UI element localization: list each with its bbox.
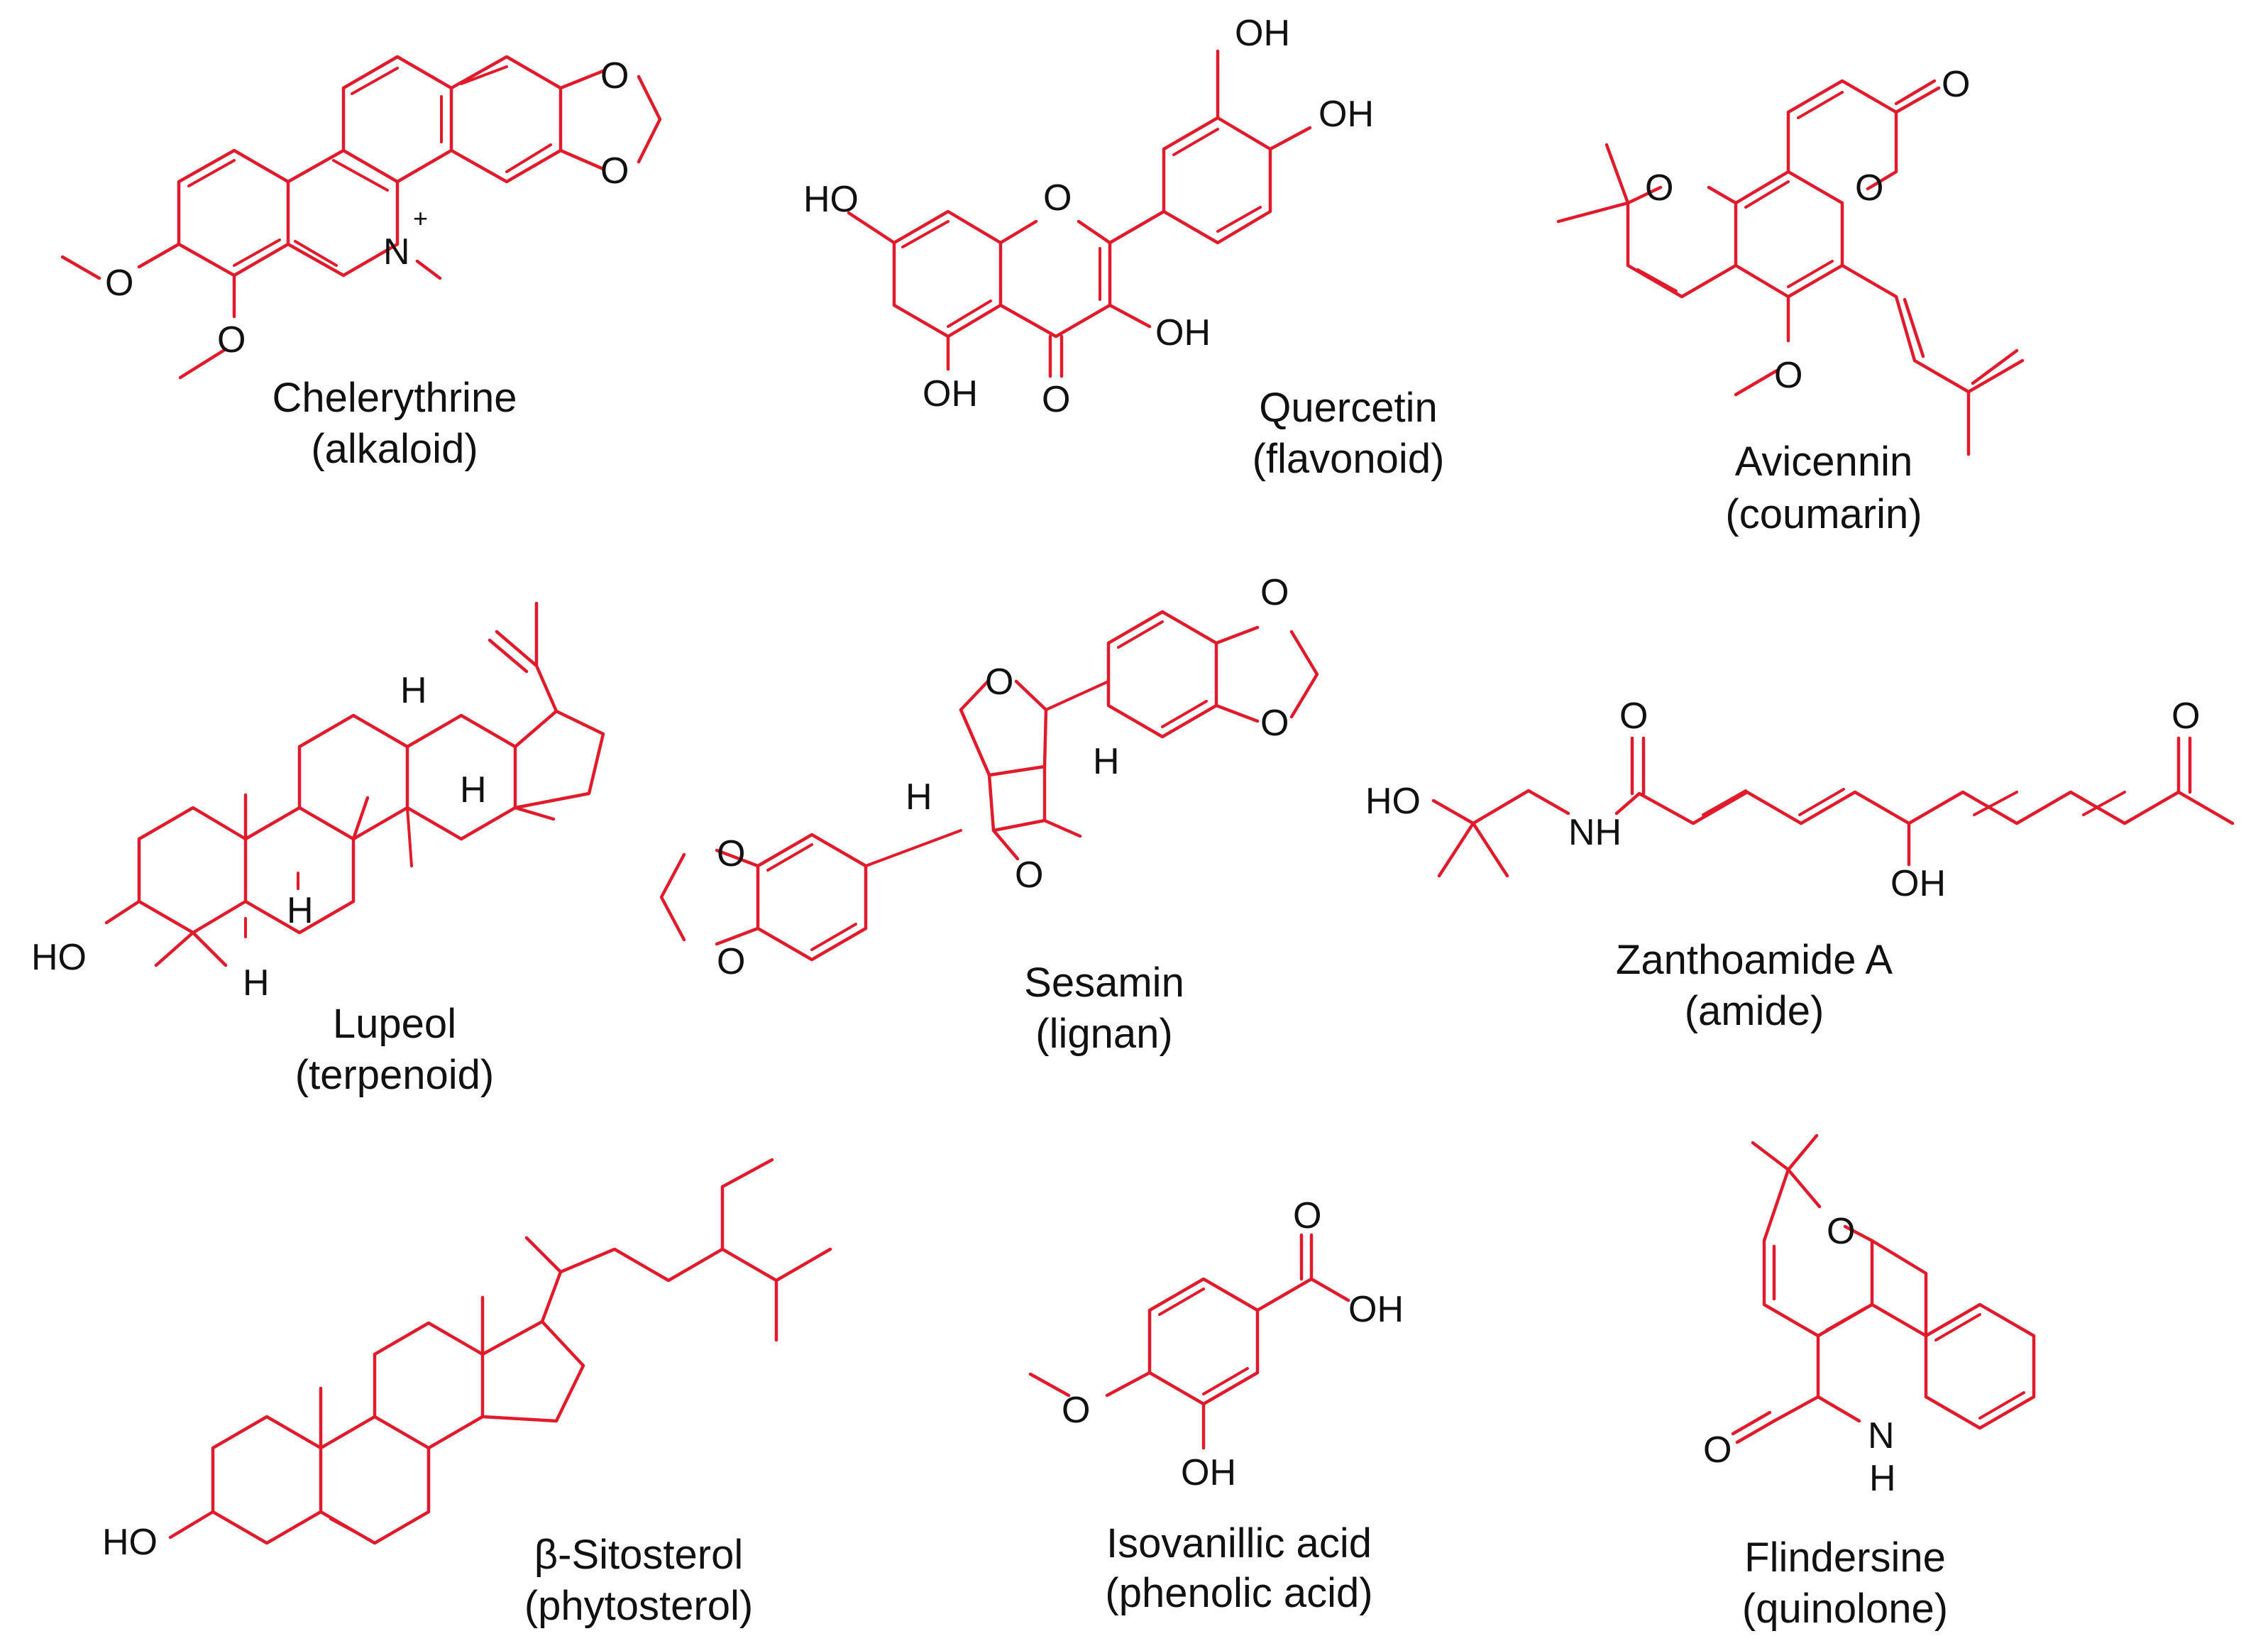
atom-label: O: [1703, 1429, 1732, 1471]
charge-label: +: [413, 204, 428, 233]
compound-class: (flavonoid): [1253, 436, 1445, 482]
compound-name: Avicennin: [1735, 439, 1912, 485]
compound-class: (lignan): [1035, 1011, 1172, 1057]
flindersine-structure: O O N H Flindersine (quinolone): [1703, 1134, 2036, 1632]
atom-label: O: [105, 263, 133, 304]
chelerythrine-structure: O O O O N + Chelerythrine (alkaloid): [60, 55, 662, 472]
atom-label: HO: [803, 179, 859, 220]
compound-name: Lupeol: [333, 1001, 456, 1047]
compound-class: (phenolic acid): [1105, 1570, 1372, 1616]
atom-label: N: [1868, 1415, 1895, 1456]
atom-label: OH: [923, 373, 978, 415]
compound-name: Chelerythrine: [273, 375, 517, 421]
compound-name: Sesamin: [1024, 960, 1184, 1006]
compound-name: Quercetin: [1259, 385, 1437, 431]
atom-label: O: [1619, 696, 1648, 737]
atom-label: H: [287, 890, 314, 931]
atom-label: O: [1645, 168, 1673, 209]
atom-label: O: [217, 319, 246, 361]
compound-class: (quinolone): [1742, 1586, 1948, 1632]
zanthoamide-structure: O O HO NH OH Zanthoamide A (amide): [1365, 696, 2235, 1034]
atom-label: OH: [1348, 1289, 1404, 1330]
atom-label: O: [1774, 355, 1802, 396]
atom-label: H: [460, 769, 487, 811]
atom-label: HO: [1365, 781, 1421, 822]
atom-label: O: [1260, 703, 1289, 744]
atom-label: H: [400, 670, 427, 711]
atom-label: O: [1855, 168, 1883, 209]
atom-label: O: [1827, 1211, 1855, 1252]
atom-label: HO: [31, 937, 87, 978]
atom-label: O: [600, 150, 629, 192]
atom-label: O: [600, 55, 629, 97]
compound-class: (amide): [1685, 988, 1824, 1034]
atom-label: O: [985, 662, 1013, 703]
compound-name: β-Sitosterol: [534, 1532, 743, 1578]
compound-name: Isovanillic acid: [1106, 1520, 1372, 1566]
lupeol-structure: H H H H HO Lupeol (terpenoid): [31, 601, 605, 1098]
atom-label: O: [1293, 1195, 1321, 1236]
atom-label: OH: [1155, 312, 1211, 353]
compound-class: (alkaloid): [311, 426, 478, 472]
atom-label: O: [1015, 855, 1043, 896]
compound-name: Flindersine: [1744, 1535, 1946, 1581]
isovanillic-acid-structure: O OH O OH Isovanillic acid (phenolic aci…: [1028, 1195, 1404, 1616]
atom-label: O: [1042, 379, 1070, 420]
atom-label: H: [1869, 1458, 1896, 1499]
atom-label: H: [905, 776, 932, 818]
atom-label: O: [717, 941, 745, 982]
sesamin-structure: O O O O H H O O Sesamin (lignan): [659, 572, 1319, 1057]
atom-label: OH: [1235, 13, 1290, 54]
atom-label: O: [717, 833, 745, 874]
atom-label: H: [1093, 741, 1120, 782]
atom-label: NH: [1568, 812, 1622, 853]
compound-class: (terpenoid): [295, 1052, 494, 1098]
compound-class: (coumarin): [1725, 491, 1922, 537]
atom-label: O: [1260, 572, 1289, 613]
compound-class: (phytosterol): [524, 1583, 753, 1629]
atom-label: O: [2171, 696, 2200, 737]
avicennin-structure: O O O O Avicennin (coumarin): [1556, 64, 2025, 537]
sitosterol-structure: HO β-Sitosterol (phytosterol): [102, 1158, 832, 1629]
atom-label: O: [1043, 177, 1072, 219]
atom-label: N: [383, 231, 410, 273]
atom-label: H: [243, 962, 270, 1004]
atom-label: OH: [1890, 863, 1946, 904]
atom-label: O: [1942, 64, 1970, 105]
compound-name: Zanthoamide A: [1616, 937, 1893, 983]
quercetin-structure: OH OH HO O OH OH O Quercetin (flavonoid): [803, 13, 1444, 482]
atom-label: HO: [102, 1522, 158, 1563]
atom-label: OH: [1319, 94, 1374, 135]
atom-label: O: [1062, 1390, 1090, 1431]
atom-label: OH: [1181, 1452, 1236, 1493]
